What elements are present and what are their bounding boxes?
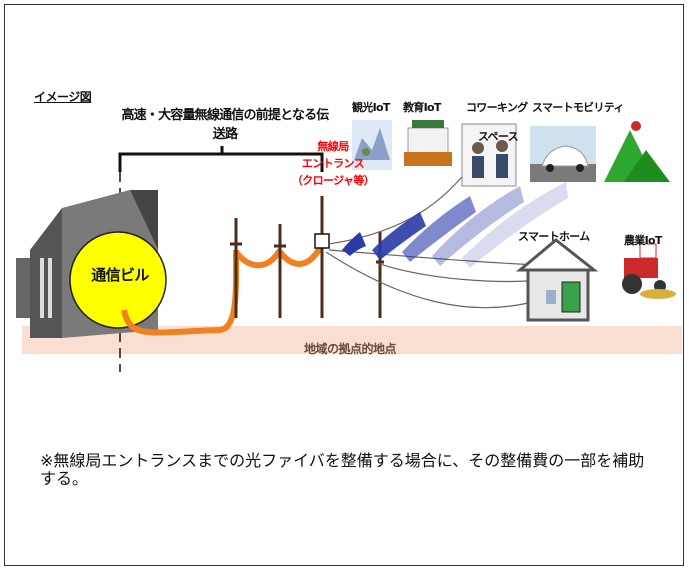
footnote: ※無線局エントランスまでの光ファイバを整備する場合に、その整備費の一部を補助する… bbox=[40, 451, 645, 488]
service-label-mobility: スマートモビリティ bbox=[532, 101, 624, 114]
figure-caption: イメージ図 bbox=[34, 90, 92, 104]
radio-waves bbox=[342, 182, 568, 268]
entrance-label: 無線局 エントランス （クロージャ等） bbox=[288, 138, 378, 189]
fiber-aerial-1 bbox=[233, 248, 283, 269]
building-label: 通信ビル bbox=[91, 266, 149, 284]
entrance-label-line1: 無線局 bbox=[317, 140, 349, 153]
figure-frame bbox=[4, 4, 684, 566]
entrance-label-line2: エントランス bbox=[301, 157, 365, 170]
mobility-illustration bbox=[530, 126, 596, 182]
service-label-agriculture: 農業IoT bbox=[624, 234, 662, 247]
service-label-coworking: コワーキング bbox=[466, 101, 528, 114]
building-circle bbox=[69, 231, 167, 329]
fiber-aerial-2 bbox=[277, 242, 325, 267]
service-label-tourism: 観光IoT bbox=[352, 101, 390, 114]
coworking-illustration bbox=[461, 123, 517, 187]
mountain-illustration bbox=[604, 121, 670, 182]
route-bracket bbox=[118, 146, 324, 172]
service-label-smart-home: スマートホーム bbox=[518, 230, 590, 243]
entrance-box bbox=[314, 233, 330, 249]
entrance-label-line3: （クロージャ等） bbox=[291, 174, 375, 187]
tourism-illustration bbox=[352, 120, 392, 170]
education-illustration bbox=[404, 120, 452, 166]
agriculture-illustration bbox=[622, 243, 676, 299]
utility-poles bbox=[230, 196, 384, 318]
route-label: 高速・大容量無線通信の前提となる伝送路 bbox=[121, 108, 329, 142]
service-label-coworking-2: スペース bbox=[478, 130, 519, 143]
smart-home-illustration bbox=[515, 238, 599, 322]
service-label-education: 教育IoT bbox=[403, 101, 441, 114]
telecom-building bbox=[16, 190, 167, 338]
region-band-label: 地域の拠点的地点 bbox=[303, 342, 397, 356]
